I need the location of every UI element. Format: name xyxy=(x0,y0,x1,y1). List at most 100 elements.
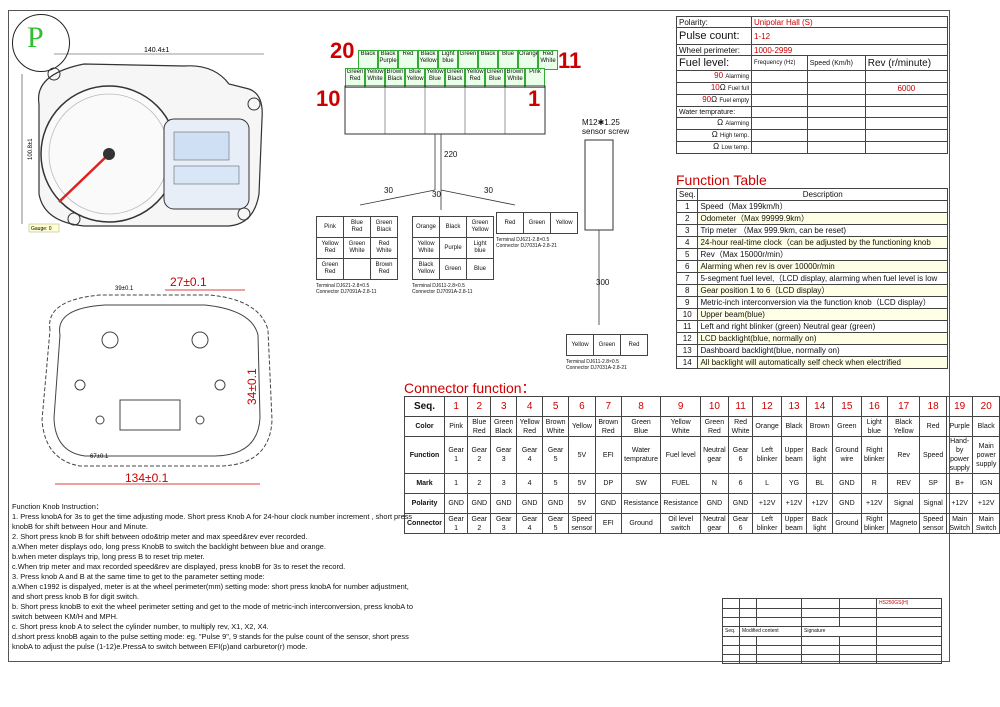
instruction-line: switch between KM/H and MPH. xyxy=(12,612,118,621)
fuel-label: Fuel level: xyxy=(676,55,752,71)
connector-cell: GND xyxy=(727,493,754,514)
pin-20-label: 20 xyxy=(330,38,355,63)
water-value: Ω Alarming xyxy=(676,117,752,130)
connector-cell: Gear 4 xyxy=(516,436,544,474)
rev-cell: 6000 xyxy=(864,82,949,95)
function-seq: 9 xyxy=(675,296,699,309)
pin-11-label: 11 xyxy=(558,48,582,73)
pin-10-label: 10 xyxy=(316,86,341,111)
connector-cell: Green xyxy=(832,416,862,437)
plug-pin: Green Black xyxy=(370,216,398,238)
connector-cell: Blue Red xyxy=(467,416,492,437)
instruction-line: 1. Press knobA for 3s to get the time ad… xyxy=(12,512,413,521)
function-desc: Speed（Max 199km/h） xyxy=(697,200,948,213)
pulse-value: 1-12 xyxy=(751,27,948,45)
instruction-line: c.When trip meter and max recorded speed… xyxy=(12,562,346,571)
bottom-pin: Brown Black xyxy=(385,68,405,88)
plug-pin: Orange xyxy=(412,216,440,238)
connector-cell: GND xyxy=(542,493,570,514)
plug-pin: Red White xyxy=(370,237,398,259)
connector-cell: Light blue xyxy=(860,416,889,437)
instruction-line: 3. Press knob A and B at the same time t… xyxy=(12,572,265,581)
plug4-terminal: Terminal xyxy=(566,359,585,365)
connector-cell: Upper beam xyxy=(780,513,808,534)
connector-cell: 19 xyxy=(945,396,974,417)
freq-cell xyxy=(751,94,808,107)
dim-27: 27±0.1 xyxy=(170,275,207,289)
branch-a-length: 30 xyxy=(384,186,393,195)
function-desc: 24-hour real-time clock（can be adjusted … xyxy=(697,236,948,249)
connector-cell: Green Red xyxy=(700,416,729,437)
connector-cell: Yellow White xyxy=(660,416,702,437)
plug-pin: Red xyxy=(496,212,524,234)
connector-cell: 14 xyxy=(806,396,834,417)
connector-cell: R xyxy=(860,473,889,494)
connector-cell: 16 xyxy=(860,396,889,417)
connector-cell: 4 xyxy=(516,396,544,417)
plug-pin: Black xyxy=(439,216,467,238)
gauge-note: Gauge: 0 xyxy=(31,226,52,232)
desc-head: Description xyxy=(697,188,948,201)
fuel-value: 10Ω Fuel full xyxy=(676,82,752,95)
fuel-unit: Ω xyxy=(711,95,718,104)
freq-cell xyxy=(751,141,808,154)
connector-cell: 20 xyxy=(972,396,1000,417)
speed-cell xyxy=(806,129,866,142)
water-unit: Ω xyxy=(713,142,720,151)
gauge-width-label: 140.4±1 xyxy=(144,47,169,54)
connector-cell: Gear 4 xyxy=(516,513,544,534)
connector-cell: Gear 1 xyxy=(443,436,469,474)
connector-cell: +12V xyxy=(972,493,1000,514)
bottom-pin: Green Blue xyxy=(485,68,505,88)
plug-pin: Purple xyxy=(439,237,467,259)
connector-cell: Gear 6 xyxy=(727,513,754,534)
connector-cell: Back light xyxy=(806,513,834,534)
connector-cell: 6 xyxy=(727,473,754,494)
plug-pin: Yellow xyxy=(566,334,594,356)
instruction-line: and short press knob B for digit switch. xyxy=(12,592,139,601)
connector-cell: Signal xyxy=(886,493,921,514)
connector-cell: GND xyxy=(832,473,862,494)
plug-pin: Red xyxy=(620,334,648,356)
connector-cell: Brown xyxy=(806,416,834,437)
freq-cell xyxy=(751,117,808,130)
top-pin: Light blue xyxy=(438,50,458,70)
function-desc: LCD backlight(blue, normally on) xyxy=(697,332,948,345)
connector-cell: DP xyxy=(594,473,622,494)
trunk-length: 220 xyxy=(444,150,458,159)
function-seq: 3 xyxy=(675,224,699,237)
connector-cell: 6 xyxy=(568,396,596,417)
plug-pin: Brown Red xyxy=(370,258,398,280)
connector-cell: IGN xyxy=(972,473,1000,494)
fuel-desc: Alarming xyxy=(725,74,749,80)
connector-cell: SW xyxy=(620,473,662,494)
connector-cell: Purple xyxy=(945,416,974,437)
connector-cell: 1 xyxy=(443,473,469,494)
instruction-line: a.When meter displays odo, long press Kn… xyxy=(12,542,326,551)
water-desc: Low temp. xyxy=(721,145,749,151)
connector-cell: 2 xyxy=(467,396,492,417)
plug4-connector-code: DJ7031A-2.8-21 xyxy=(590,365,627,371)
connector-cell: 5V xyxy=(568,473,596,494)
seq-head: Seq. xyxy=(675,188,699,201)
top-pin: Black xyxy=(358,50,378,70)
instruction-line: knobA to adjust the pulse (1-12)e.PressA… xyxy=(12,642,308,651)
connector-cell: SP xyxy=(919,473,947,494)
connector-cell: Speed sensor xyxy=(568,513,596,534)
rev-cell xyxy=(864,141,949,154)
instruction-line: b.when meter displays trip, long press B… xyxy=(12,552,205,561)
water-label: Water temprature: xyxy=(676,106,752,118)
function-seq: 14 xyxy=(675,356,699,369)
connector-cell: L xyxy=(752,473,782,494)
connector-cell: Speed sensor xyxy=(919,513,947,534)
connector-cell: Oil level switch xyxy=(660,513,702,534)
